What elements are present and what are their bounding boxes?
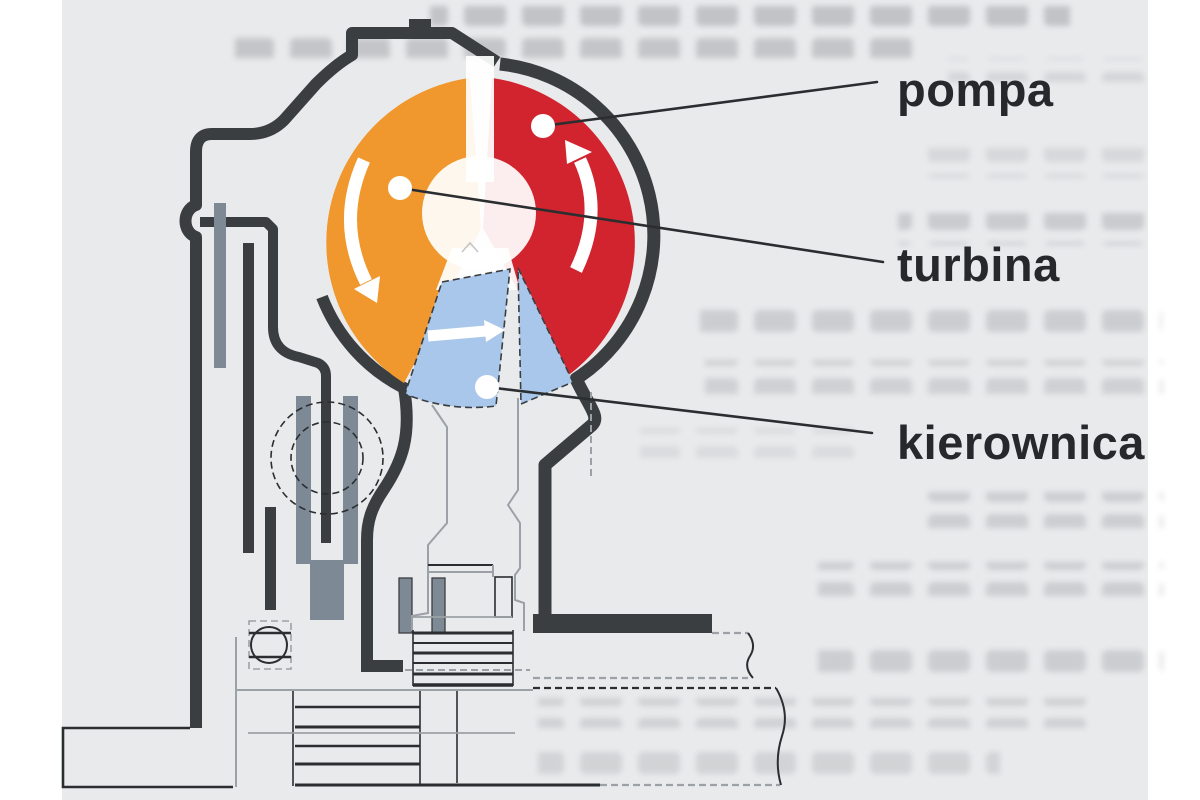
torus	[326, 56, 635, 409]
label-turbina: turbina	[897, 238, 1060, 291]
callouts: pompa turbina kierownica	[388, 63, 1145, 469]
clutch-prong-left	[398, 577, 413, 634]
pompa-leader-line	[541, 80, 879, 128]
flow-arrows	[344, 140, 598, 342]
yoke-stem	[310, 560, 344, 620]
housing-internal-branch	[200, 217, 331, 543]
bottom-left-box	[61, 726, 233, 789]
output-shaft-1	[533, 631, 754, 680]
kierownica-leader-line	[485, 385, 874, 435]
housing-foot-left	[361, 660, 403, 672]
metal-parts	[214, 203, 446, 634]
turbina-leader-line	[398, 186, 885, 264]
clutch-stack-a	[412, 616, 514, 687]
scan-squiggle	[461, 241, 479, 253]
label-kierownica: kierownica	[897, 416, 1145, 469]
gear-circle-inner	[290, 421, 364, 495]
label-pompa: pompa	[897, 63, 1054, 116]
housing-outer-ring-left	[316, 294, 413, 660]
yoke-left-leg	[296, 396, 311, 564]
centre-hole	[422, 156, 536, 270]
pump-flow-arrow	[570, 157, 598, 273]
stator-flow-arrow	[427, 325, 487, 342]
pump-segment	[483, 78, 635, 377]
housing-left-wall	[179, 27, 501, 728]
output-shaft-2	[237, 686, 786, 787]
turbine-flow-arrowhead	[354, 276, 380, 303]
pompa-callout-dot	[531, 114, 555, 138]
gear-circles	[270, 401, 384, 515]
pump-flow-arrowhead	[565, 140, 592, 164]
gear-circle-outer	[270, 401, 384, 515]
input-shaft-bar	[214, 203, 226, 368]
hub-left-contour	[411, 404, 448, 631]
lower-mechanism	[61, 392, 786, 789]
bleedthrough-text	[235, 6, 1163, 774]
yoke-right-leg	[343, 396, 358, 564]
hub-right-contour	[506, 398, 525, 631]
bearing	[248, 620, 292, 670]
clutch-prong-right	[431, 577, 446, 634]
kierownica-callout-dot	[475, 375, 499, 399]
inner-bar	[243, 243, 254, 553]
housing-top-notch	[409, 19, 431, 34]
turbine-flow-arrow	[344, 157, 372, 285]
housing-foot-right	[533, 614, 712, 633]
short-bar	[265, 507, 276, 610]
stator-flow-arrowhead	[484, 320, 505, 342]
turbina-callout-dot	[388, 176, 412, 200]
